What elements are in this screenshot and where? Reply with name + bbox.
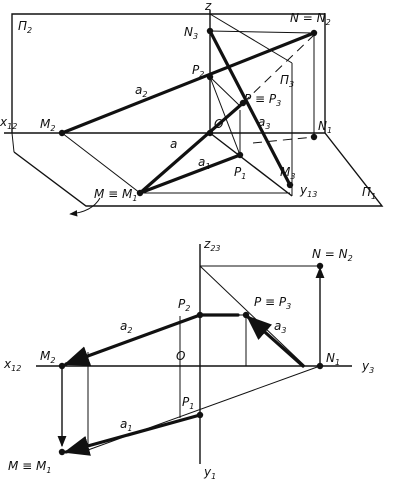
label-M3: M3: [280, 165, 295, 181]
label-pi3: Π3: [280, 73, 294, 89]
point-M2-bottom: [58, 362, 66, 370]
point-P2-bottom: [196, 311, 204, 319]
proj-M2-M1: [61, 132, 141, 194]
point-P-P3: [239, 99, 247, 107]
fold-arrow: [69, 197, 101, 217]
label-z23: z23: [203, 237, 221, 253]
label-y1: y1: [203, 465, 216, 481]
label-N-N2-bottom: N = N2: [312, 247, 353, 263]
label-a3: a3: [258, 115, 270, 131]
label-P1: P1: [234, 165, 246, 181]
point-N3: [206, 27, 214, 35]
plane-pi1-outline: [13, 132, 384, 207]
label-M-M1: M ≡ M1: [94, 187, 137, 203]
line-a2-bottom: [63, 313, 202, 366]
label-M2-bottom: M2: [40, 349, 55, 365]
label-z: z: [204, 0, 212, 13]
point-N-N2: [310, 29, 318, 37]
label-O: O: [214, 117, 223, 131]
proj-P2-P1: [209, 76, 241, 156]
label-x12: x12: [0, 115, 17, 131]
label-P-P3: P ≡ P3: [244, 92, 281, 108]
point-P-P3-bottom: [242, 311, 250, 319]
epure-drawing: z23 N = N2 P2 P ≡ P3 a2 a3 x12 M2 O N1 y…: [3, 237, 374, 481]
line-a1: [138, 153, 242, 195]
plane-pi2-frame: [11, 13, 326, 133]
label-pi2: Π2: [18, 19, 32, 35]
label-P1-bottom: P1: [182, 395, 194, 411]
label-a: a: [170, 137, 177, 151]
label-pi1: Π1: [362, 185, 376, 201]
point-M2: [58, 129, 66, 137]
label-M2: M2: [40, 117, 55, 133]
label-a3-bottom: a3: [274, 319, 286, 335]
line-a3: [208, 29, 292, 187]
point-M-M1: [136, 189, 144, 197]
label-M-M1-bottom: M ≡ M1: [8, 459, 51, 475]
point-N1: [310, 133, 318, 141]
line-a3-bottom: [246, 315, 305, 368]
proj-P2-P: [209, 76, 241, 107]
proj-N3-N2: [209, 30, 315, 34]
line-a2: [60, 31, 316, 135]
label-P2-bottom: P2: [178, 297, 190, 313]
label-y3: y3: [361, 359, 374, 375]
label-O-bottom: O: [176, 349, 185, 363]
line-a1-bottom: [63, 413, 202, 456]
point-P2: [206, 73, 214, 81]
label-N-N2: N = N2: [290, 11, 331, 27]
point-M3: [286, 181, 294, 189]
point-M-M1-bottom: [58, 448, 66, 456]
label-a1-bottom: a1: [120, 417, 132, 433]
label-N3: N3: [184, 25, 198, 41]
label-P-P3-bottom: P ≡ P3: [254, 295, 291, 311]
label-N1-bottom: N1: [326, 351, 340, 367]
label-y13: y13: [299, 183, 317, 199]
label-a2: a2: [135, 83, 147, 99]
point-N-N2-bottom: [316, 262, 324, 270]
hidden-a2-cont: [242, 34, 315, 104]
point-P1-bottom: [196, 411, 204, 419]
plane-pi2-corner: [11, 132, 15, 153]
point-P1: [236, 151, 244, 159]
spatial-model: z Π2 Π3 Π1 x12 y13 N3 N = N2 P2 P ≡ P3 a…: [0, 0, 384, 217]
label-a1: a1: [198, 155, 210, 171]
point-N1-bottom: [316, 362, 324, 370]
plane-pi3-edge: [209, 13, 293, 64]
label-x12-bottom: x12: [3, 357, 21, 373]
line-a: [138, 101, 245, 195]
label-P2: P2: [192, 63, 204, 79]
label-N1: N1: [318, 119, 332, 135]
axis-y13: [209, 132, 293, 197]
hidden-N1: [252, 136, 315, 144]
label-a2-bottom: a2: [120, 319, 132, 335]
point-O: [206, 129, 214, 137]
